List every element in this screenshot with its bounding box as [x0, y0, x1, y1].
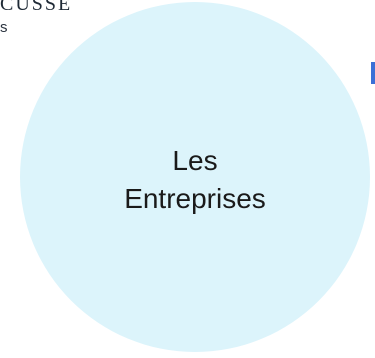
bubble-label: Les Entreprises — [124, 142, 266, 218]
edge-accent-mark — [371, 62, 375, 84]
entreprises-bubble: Les Entreprises — [20, 2, 370, 352]
partial-subheading: s — [0, 19, 8, 36]
bubble-label-line-2: Entreprises — [124, 183, 266, 214]
bubble-label-line-1: Les — [172, 145, 218, 176]
partial-heading: CUSSE — [0, 0, 73, 15]
